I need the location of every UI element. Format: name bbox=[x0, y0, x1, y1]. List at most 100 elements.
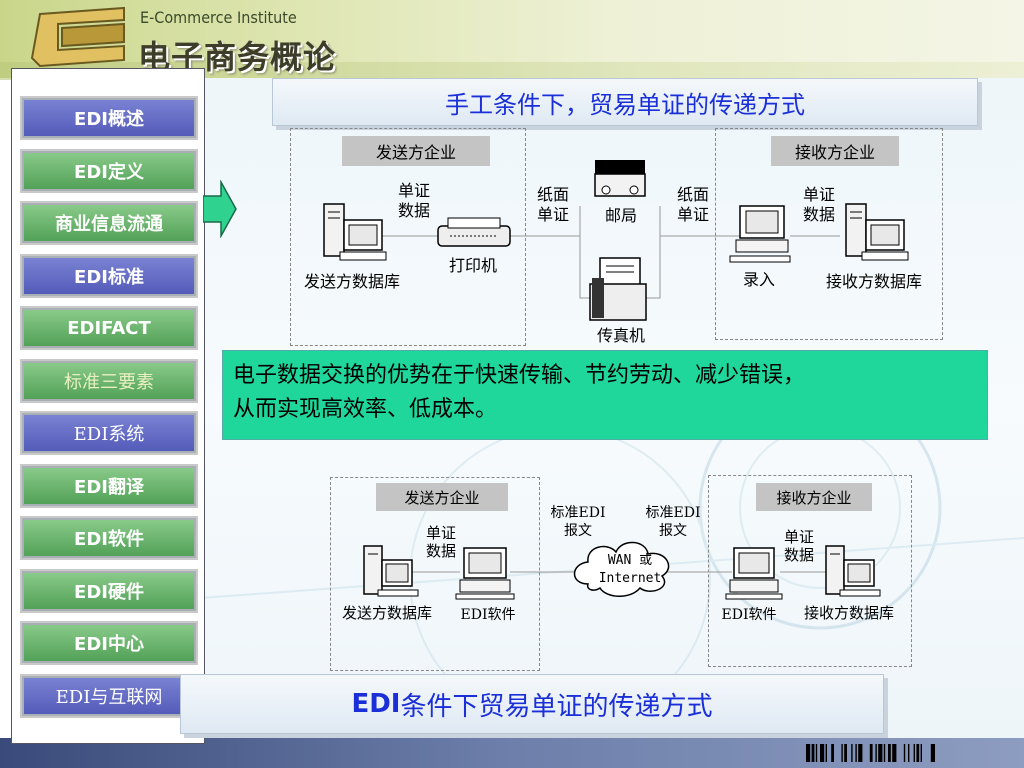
network-label: WAN 或 Internet bbox=[590, 552, 670, 588]
sidebar-item-7[interactable]: EDI系统 bbox=[20, 411, 198, 455]
sidebar-item-5[interactable]: EDIFACT bbox=[20, 306, 198, 350]
std-msg-left: 标准EDI 报文 bbox=[540, 504, 616, 540]
post-office-icon bbox=[594, 160, 646, 197]
manual-diagram-title: 手工条件下，贸易单证的传递方式 bbox=[272, 78, 978, 126]
manual-sender-db-label: 发送方数据库 bbox=[303, 272, 400, 291]
std-msg-left-line2: 报文 bbox=[564, 523, 592, 539]
barcode-bar bbox=[806, 744, 811, 762]
std-msg-right-line1: 标准EDI bbox=[645, 505, 701, 521]
edi-receiver-db-label: 接收方数据库 bbox=[803, 604, 894, 622]
barcode-bar bbox=[883, 744, 886, 762]
edi-doc-data-right-line1: 单证 bbox=[783, 528, 814, 546]
barcode-bar bbox=[869, 744, 873, 762]
barcode-bar bbox=[878, 744, 883, 762]
manual-paper-doc-right: 纸面 单证 bbox=[670, 185, 716, 225]
edi-diagram-graphics bbox=[363, 541, 881, 600]
manual-doc-data-left-line2: 数据 bbox=[397, 201, 430, 220]
network-label-line2: Internet bbox=[598, 571, 662, 586]
network-cloud-icon bbox=[573, 541, 670, 597]
sender-db-computer-icon bbox=[323, 203, 387, 261]
manual-doc-data-left-line1: 单证 bbox=[397, 181, 430, 200]
edi-receiver-label: 接收方企业 bbox=[756, 483, 872, 511]
fax-label: 传真机 bbox=[596, 326, 645, 345]
edi-sender-db-label: 发送方数据库 bbox=[341, 604, 432, 622]
manual-doc-data-right-line1: 单证 bbox=[802, 185, 835, 204]
sidebar-item-9[interactable]: EDI软件 bbox=[20, 516, 198, 560]
manual-paper-doc-left-line1: 纸面 bbox=[536, 185, 569, 204]
barcode-bar bbox=[908, 744, 910, 762]
barcode-bar bbox=[855, 744, 857, 762]
sidebar-item-11[interactable]: EDI中心 bbox=[20, 621, 198, 665]
entry-computer-icon bbox=[729, 205, 791, 263]
edi-doc-data-left: 单证 数据 bbox=[418, 524, 464, 560]
edi-software-left-label: EDI软件 bbox=[460, 607, 516, 623]
manual-doc-data-left: 单证 数据 bbox=[388, 181, 440, 221]
barcode-bar bbox=[903, 744, 906, 762]
edi-title-rest: 条件下贸易单证的传递方式 bbox=[400, 691, 713, 722]
barcode-bar bbox=[851, 744, 853, 762]
barcode-bar bbox=[892, 744, 897, 762]
edi-title-bold: EDI bbox=[351, 689, 401, 719]
barcode-bar bbox=[831, 744, 834, 762]
manual-diagram-graphics bbox=[323, 160, 909, 321]
current-arrow-icon bbox=[203, 180, 237, 238]
manual-receiver-box bbox=[715, 128, 943, 340]
header-shadow-band bbox=[0, 62, 1024, 80]
edi-software-right-label: EDI软件 bbox=[721, 607, 777, 623]
std-msg-right: 标准EDI 报文 bbox=[636, 504, 710, 540]
barcode-icon bbox=[806, 744, 935, 762]
sidebar-item-12[interactable]: EDI与互联网 bbox=[20, 673, 198, 718]
edi-sender-db-computer-icon bbox=[363, 545, 419, 597]
barcode-bar bbox=[913, 744, 915, 762]
barcode-bar bbox=[930, 744, 935, 762]
institute-subtitle: E-Commerce Institute bbox=[140, 8, 297, 27]
barcode-bar bbox=[875, 744, 877, 762]
sidebar-item-8[interactable]: EDI翻译 bbox=[20, 463, 198, 508]
manual-sender-box bbox=[290, 128, 526, 346]
sidebar-item-1[interactable]: EDI概述 bbox=[20, 96, 198, 140]
edi-doc-data-left-line2: 数据 bbox=[425, 542, 456, 560]
barcode-bar bbox=[841, 744, 843, 762]
manual-doc-data-right: 单证 数据 bbox=[794, 185, 844, 225]
sidebar-item-10[interactable]: EDI硬件 bbox=[20, 568, 198, 613]
advantage-line1: 电子数据交换的优势在于快速传输、节约劳动、减少错误， bbox=[233, 363, 806, 388]
network-label-line1: WAN 或 bbox=[607, 553, 653, 568]
barcode-bar bbox=[825, 744, 827, 762]
edi-receiver-db-computer-icon bbox=[825, 545, 881, 597]
manual-paper-doc-left-line2: 单证 bbox=[536, 205, 569, 224]
std-msg-left-line1: 标准EDI bbox=[550, 505, 606, 521]
receiver-db-computer-icon bbox=[845, 203, 909, 261]
fax-icon bbox=[589, 257, 647, 321]
barcode-bar bbox=[815, 744, 818, 762]
barcode-bar bbox=[858, 744, 863, 762]
edi-receiver-box bbox=[708, 475, 912, 667]
printer-icon bbox=[437, 217, 511, 247]
barcode-bar bbox=[820, 744, 825, 762]
edi-sender-label: 发送方企业 bbox=[376, 483, 508, 511]
edi-doc-data-left-line1: 单证 bbox=[425, 524, 456, 542]
advantage-line2: 从而实现高效率、低成本。 bbox=[233, 397, 498, 422]
advantage-callout: 电子数据交换的优势在于快速传输、节约劳动、减少错误， 从而实现高效率、低成本。 bbox=[222, 350, 988, 440]
barcode-bar bbox=[916, 744, 920, 762]
edi-doc-data-right: 单证 数据 bbox=[776, 528, 822, 564]
manual-paper-doc-right-line2: 单证 bbox=[676, 205, 709, 224]
manual-receiver-db-label: 接收方数据库 bbox=[825, 272, 922, 291]
institute-logo-icon bbox=[30, 6, 125, 68]
manual-sender-label: 发送方企业 bbox=[342, 136, 490, 166]
sidebar-item-4[interactable]: EDI标准 bbox=[20, 253, 198, 298]
barcode-bar bbox=[920, 744, 922, 762]
manual-paper-doc-right-line1: 纸面 bbox=[676, 185, 709, 204]
manual-paper-doc-left: 纸面 单证 bbox=[530, 185, 576, 225]
barcode-bar bbox=[888, 744, 891, 762]
sidebar-item-2[interactable]: EDI定义 bbox=[20, 148, 198, 193]
manual-receiver-label: 接收方企业 bbox=[771, 136, 899, 166]
edi-software-right-computer-icon bbox=[725, 547, 783, 600]
edi-sender-box bbox=[330, 477, 540, 671]
post-office-label: 邮局 bbox=[604, 206, 637, 225]
barcode-bar bbox=[844, 744, 847, 762]
sidebar-item-6[interactable]: 标准三要素 bbox=[20, 358, 198, 403]
manual-doc-data-right-line2: 数据 bbox=[802, 205, 835, 224]
entry-label: 录入 bbox=[742, 270, 775, 289]
sidebar-item-3[interactable]: 商业信息流通 bbox=[20, 201, 198, 245]
